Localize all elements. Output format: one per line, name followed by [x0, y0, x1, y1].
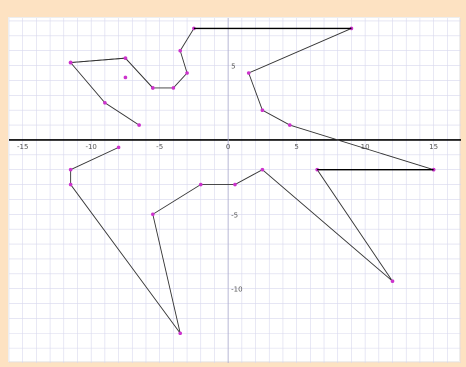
- series-line-upper-body: [70, 27, 434, 171]
- x-tick-label: 0: [226, 143, 230, 151]
- data-point: [68, 182, 73, 187]
- data-point: [123, 75, 128, 80]
- data-point: [260, 108, 265, 112]
- chart-plot: -15 -10 -5 0 5 10 15 5 -5 -10: [9, 18, 461, 363]
- data-point: [68, 60, 73, 65]
- data-point: [287, 123, 292, 127]
- x-tick-label: 10: [361, 143, 370, 151]
- data-point: [185, 71, 189, 75]
- chart-frame: -15 -10 -5 0 5 10 15 5 -5 -10: [8, 17, 461, 363]
- series-line-head: [70, 57, 154, 89]
- data-point: [151, 212, 155, 217]
- y-tick-label: -5: [231, 211, 238, 219]
- x-tick-label: 15: [429, 143, 438, 151]
- x-tick-label: -5: [156, 143, 163, 151]
- data-point: [390, 279, 395, 284]
- x-tick-label: 5: [294, 143, 298, 151]
- x-tick-label: -15: [17, 143, 28, 151]
- data-point: [233, 182, 237, 187]
- series-line-lower-left: [70, 146, 434, 334]
- data-point: [137, 123, 141, 127]
- data-point: [116, 145, 121, 150]
- data-point: [178, 48, 183, 53]
- y-tick-label: -10: [231, 286, 242, 294]
- x-tick-label: -10: [85, 143, 96, 151]
- data-point: [171, 86, 176, 90]
- y-tick-label: 5: [231, 63, 235, 71]
- data-point: [103, 100, 107, 105]
- data-point: [260, 167, 265, 172]
- data-point: [431, 167, 436, 172]
- data-point: [151, 86, 155, 90]
- data-point: [123, 56, 128, 60]
- data-point: [178, 331, 183, 336]
- data-point: [68, 167, 73, 172]
- data-point: [246, 71, 251, 75]
- data-point: [198, 182, 203, 187]
